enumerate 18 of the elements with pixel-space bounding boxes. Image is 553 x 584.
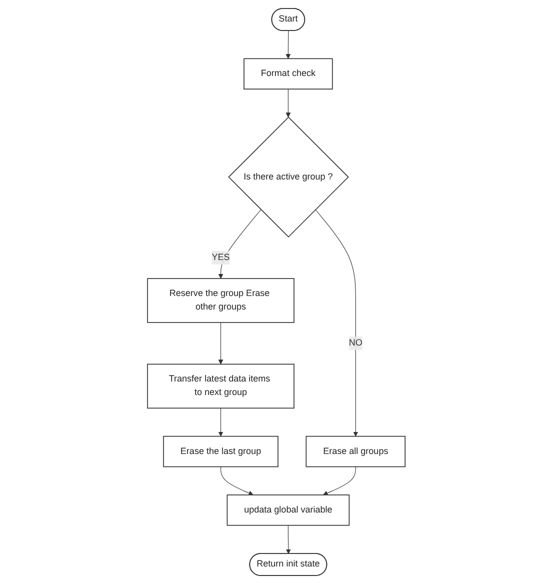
arrow (315, 209, 358, 437)
arrow (218, 322, 224, 364)
edge-label: YES (212, 252, 230, 262)
arrow (218, 408, 224, 437)
node-diamond: Is there active group ? (228, 116, 350, 238)
arrow (323, 466, 356, 496)
node-box: Erase the last group (163, 436, 279, 468)
node-box: updata global variable (226, 494, 350, 526)
node-box: Erase all groups (306, 436, 406, 468)
node-box: Transfer latest data items to next group (147, 364, 295, 409)
node-box: Format check (244, 58, 334, 90)
arrow (286, 88, 291, 118)
node-box: Reserve the group Erase other groups (147, 278, 295, 323)
arrow (218, 209, 262, 279)
arrow (220, 466, 254, 496)
arrow (286, 525, 292, 554)
edge-label: NO (349, 338, 363, 348)
arrow (286, 30, 291, 59)
